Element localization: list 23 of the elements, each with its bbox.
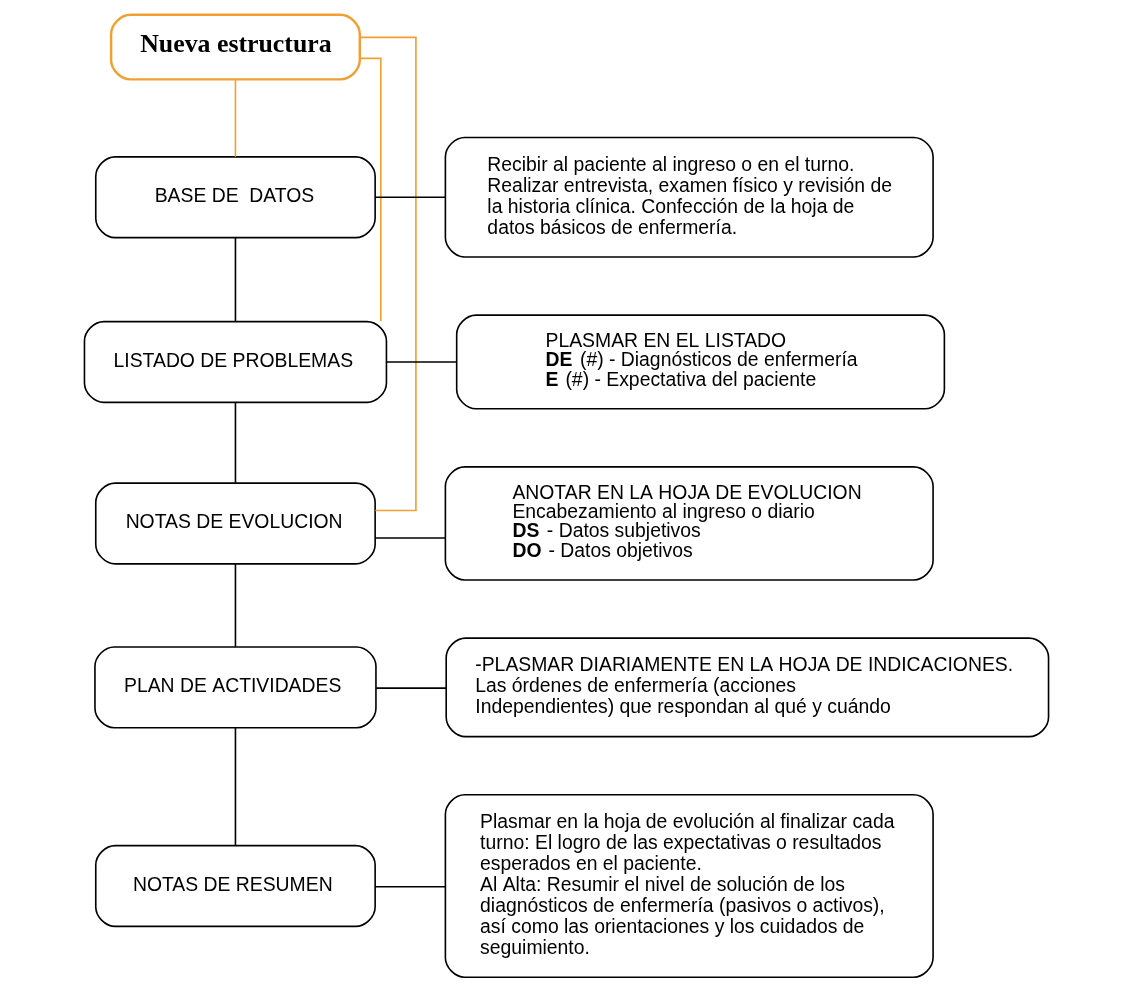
connector — [234, 563, 237, 648]
connector — [359, 36, 417, 512]
connector — [234, 78, 237, 158]
connector — [374, 196, 446, 199]
connector — [359, 57, 382, 322]
connector — [374, 537, 446, 539]
node-box: NOTAS DE EVOLUCION — [94, 482, 376, 565]
connector — [234, 237, 237, 322]
node-box: -PLASMAR DIARIAMENTE EN LA HOJA DE INDICACIONES. Las órdenes de enfermería (acciones Independientes) que respondan al qué y cuándo — [445, 637, 1050, 738]
node-box: Nueva estructura — [109, 13, 361, 81]
node-box: Recibir al paciente al ingreso o en el turno. Realizar entrevista, examen físico y revisión de la historia clínica. Confección de la hoja de datos básicos de enfermería. — [444, 136, 934, 258]
connector — [374, 886, 446, 888]
connector — [234, 401, 237, 484]
connector — [234, 727, 237, 847]
node-box: BASE DE DATOS — [94, 156, 376, 239]
connector — [385, 361, 458, 363]
node-box: ANOTAR EN LA HOJA DE EVOLUCION Encabezamiento al ingreso o diario DS - Datos subjetivos DO - Datos objetivos — [444, 466, 934, 581]
node-box: Plasmar en la hoja de evolución al finalizar cada turno: El logro de las expectativas o resultados esperados en el paciente. Al Alta: Resumir el nivel de solución de los diagnósticos de enfermería (pasivos o activos), así como las orientaciones y los cuidados de seguimiento. — [444, 793, 934, 979]
node-box: PLASMAR EN EL LISTADO DE (#) - Diagnósticos de enfermería E (#) - Expectativa del paciente — [455, 314, 946, 410]
node-box: PLAN DE ACTIVIDADES — [94, 646, 377, 729]
node-box: NOTAS DE RESUMEN — [94, 844, 376, 928]
node-box: LISTADO DE PROBLEMAS — [83, 320, 388, 404]
connector — [375, 687, 447, 689]
